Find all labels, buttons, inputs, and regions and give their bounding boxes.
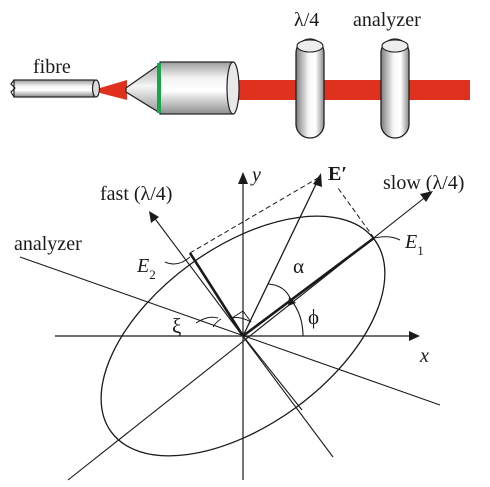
right-angle-mark [231, 310, 252, 323]
laser-beam [232, 80, 470, 100]
optical-setup: fibre λ/4 analyzer [10, 9, 470, 139]
xi-arc [212, 318, 222, 328]
fibre [10, 79, 101, 98]
xi-leader [195, 316, 219, 324]
projection-dashed-1 [189, 177, 319, 254]
polarization-diagram [19, 172, 441, 481]
alpha-arc [267, 283, 292, 301]
fibre-label: fibre [33, 56, 71, 78]
objective-color-band [157, 63, 161, 113]
e2-label: E2 [136, 255, 156, 282]
y-axis-label: y [250, 164, 261, 186]
polarization-ellipse [100, 215, 386, 457]
analyzer-axis-line [19, 256, 441, 406]
auxiliary-axis-line [242, 335, 303, 411]
phi-arc [290, 299, 304, 337]
e2-component [188, 252, 245, 337]
field-vector-label: E′ [328, 163, 347, 185]
x-axis-label: x [419, 345, 429, 367]
fibre-emission-cone [100, 80, 127, 100]
waveplate-label: λ/4 [294, 9, 319, 31]
projection-dashed-2 [337, 187, 375, 239]
alpha-label: α [293, 254, 304, 278]
quarter-wave-plate [295, 38, 325, 139]
e1-label: E1 [404, 231, 424, 258]
phi-label: ϕ [308, 305, 319, 329]
field-vector-e-prime [242, 179, 319, 337]
fast-axis-label: fast (λ/4) [100, 183, 172, 205]
analyzer-axis-label: analyzer [14, 233, 82, 255]
e2-leader [164, 256, 191, 265]
xi-arc-2 [231, 317, 252, 323]
analyzer-top-label: analyzer [353, 9, 421, 31]
slow-axis-label: slow (λ/4) [383, 172, 464, 194]
e1-component [242, 236, 375, 338]
analyzer-element [380, 38, 410, 139]
e1-leader [373, 236, 401, 241]
diagram-labels: x y fast (λ/4) slow (λ/4) analyzer E′ E1… [14, 163, 464, 367]
xi-label: ξ [172, 314, 181, 338]
objective-lens [125, 61, 240, 115]
